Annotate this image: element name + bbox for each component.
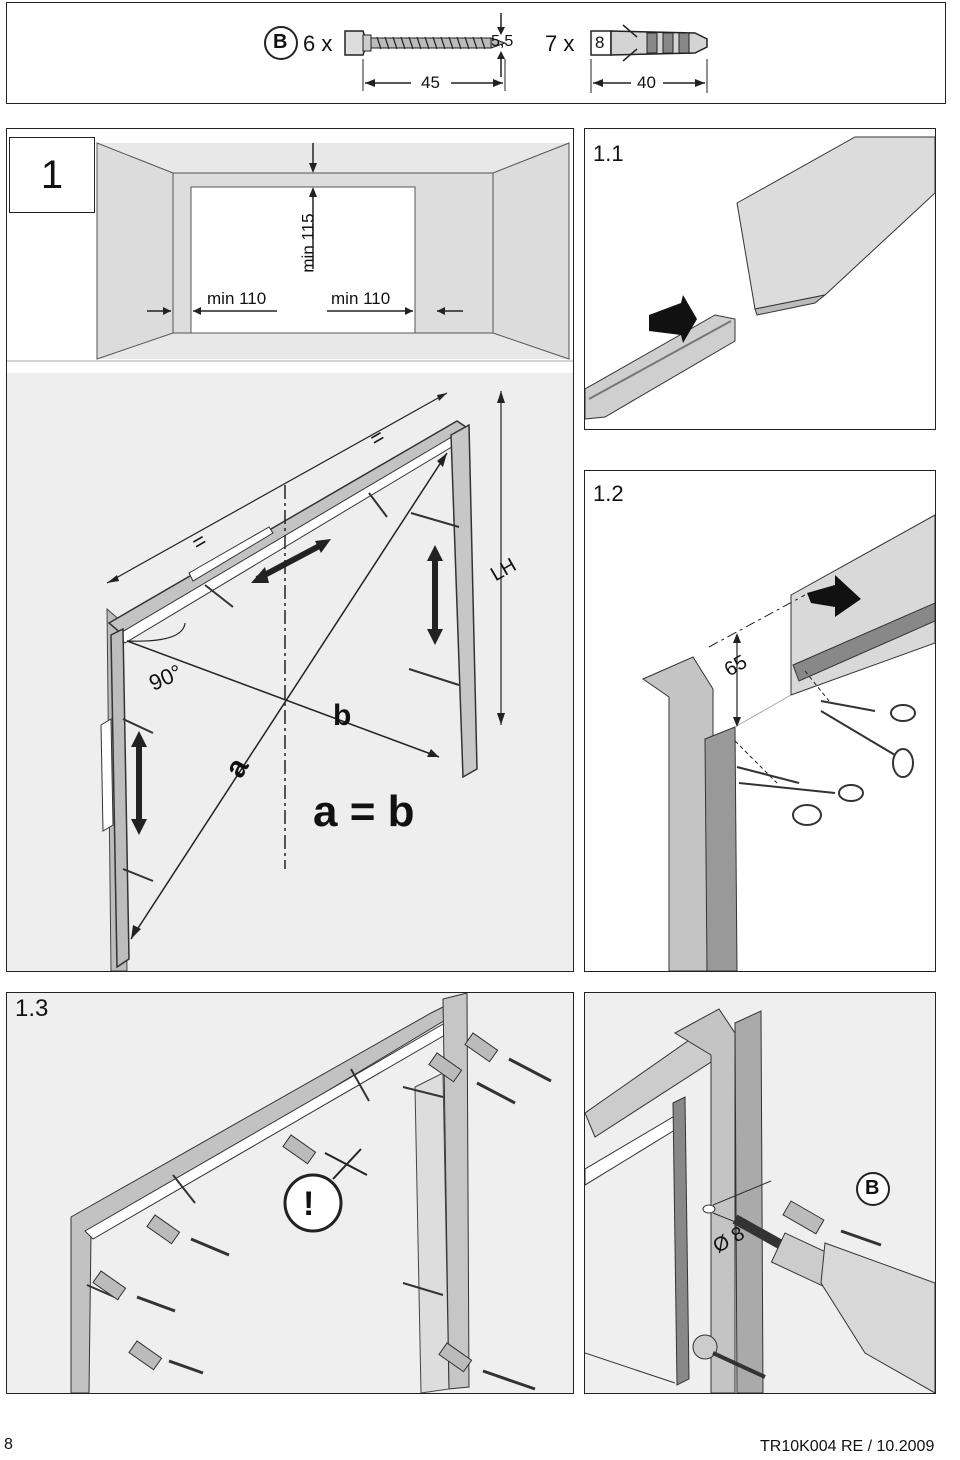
dowel-diameter: 8 xyxy=(595,33,605,52)
min-top-label: min 115 xyxy=(298,213,318,273)
step1-3-label: 1.3 xyxy=(15,995,49,1022)
step1-drawing xyxy=(7,142,573,971)
page-number: 8 xyxy=(4,1436,13,1453)
screw-count: 6 x xyxy=(303,31,333,56)
warning-circle xyxy=(283,1173,343,1233)
parts-panel: B 6 x 5,5 45 7 x 8 40 xyxy=(6,2,946,104)
screw-diameter: 5,5 xyxy=(491,33,514,50)
parts-drawing xyxy=(264,13,708,93)
step1-1-panel: 1.1 xyxy=(584,128,936,430)
badge-circle xyxy=(264,26,298,60)
badge-letter: B xyxy=(273,31,288,53)
min-right-label: min 110 xyxy=(331,289,391,308)
step1-number: 1 xyxy=(9,137,95,213)
badge-b-circle xyxy=(856,1172,890,1206)
step1-1-drawing xyxy=(585,136,935,420)
detail-badge: B xyxy=(865,1177,880,1199)
screw-icon xyxy=(344,30,507,56)
dowel-icon xyxy=(590,24,708,62)
step1-panel: 1 min 115 min 110 min 110 = = 90° a b LH… xyxy=(6,128,574,972)
step1-2-label: 1.2 xyxy=(593,481,624,506)
scissors-icon xyxy=(736,700,916,826)
warning-icon: ! xyxy=(303,1185,315,1223)
diag-b-label: b xyxy=(333,699,352,732)
dowel-screw-icons xyxy=(92,1032,499,1373)
step1-3-drawing xyxy=(7,993,573,1393)
step1-3-detail-drawing xyxy=(585,993,935,1393)
dowel-count: 7 x xyxy=(545,31,575,56)
step1-1-label: 1.1 xyxy=(593,141,624,166)
min-left-label: min 110 xyxy=(207,289,267,308)
formula-label: a = b xyxy=(313,787,415,836)
dowel-length: 40 xyxy=(637,73,656,92)
step1-3-detail-panel: B Ø 8 xyxy=(584,992,936,1394)
step1-3-panel: 1.3 ! xyxy=(6,992,574,1394)
drill-icon xyxy=(732,1214,935,1393)
step1-2-panel: 1.2 65 xyxy=(584,470,936,972)
doc-reference: TR10K004 RE / 10.2009 xyxy=(760,1438,935,1455)
step1-2-drawing xyxy=(641,514,935,971)
screw-length: 45 xyxy=(421,73,440,92)
